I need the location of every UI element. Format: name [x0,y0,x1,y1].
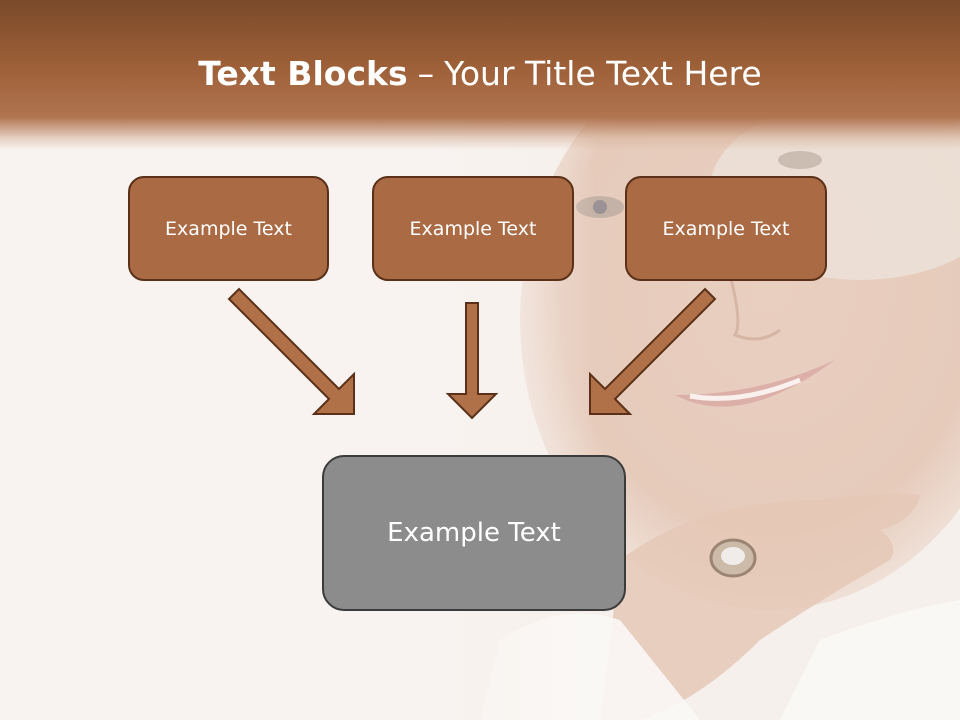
text-block-right[interactable]: Example Text [625,176,827,281]
arrow-left-icon [227,287,355,415]
header-band [0,0,960,150]
text-block-left[interactable]: Example Text [128,176,329,281]
title-bold-part: Text Blocks [198,54,408,93]
slide-title: Text Blocks–Your Title Text Here [0,54,960,93]
text-block-center[interactable]: Example Text [372,176,574,281]
arrow-right-icon [589,287,717,415]
text-block-bottom[interactable]: Example Text [322,455,626,611]
title-rest-part: Your Title Text Here [444,54,762,93]
arrow-center-icon [445,302,499,420]
title-separator: – [417,54,435,93]
